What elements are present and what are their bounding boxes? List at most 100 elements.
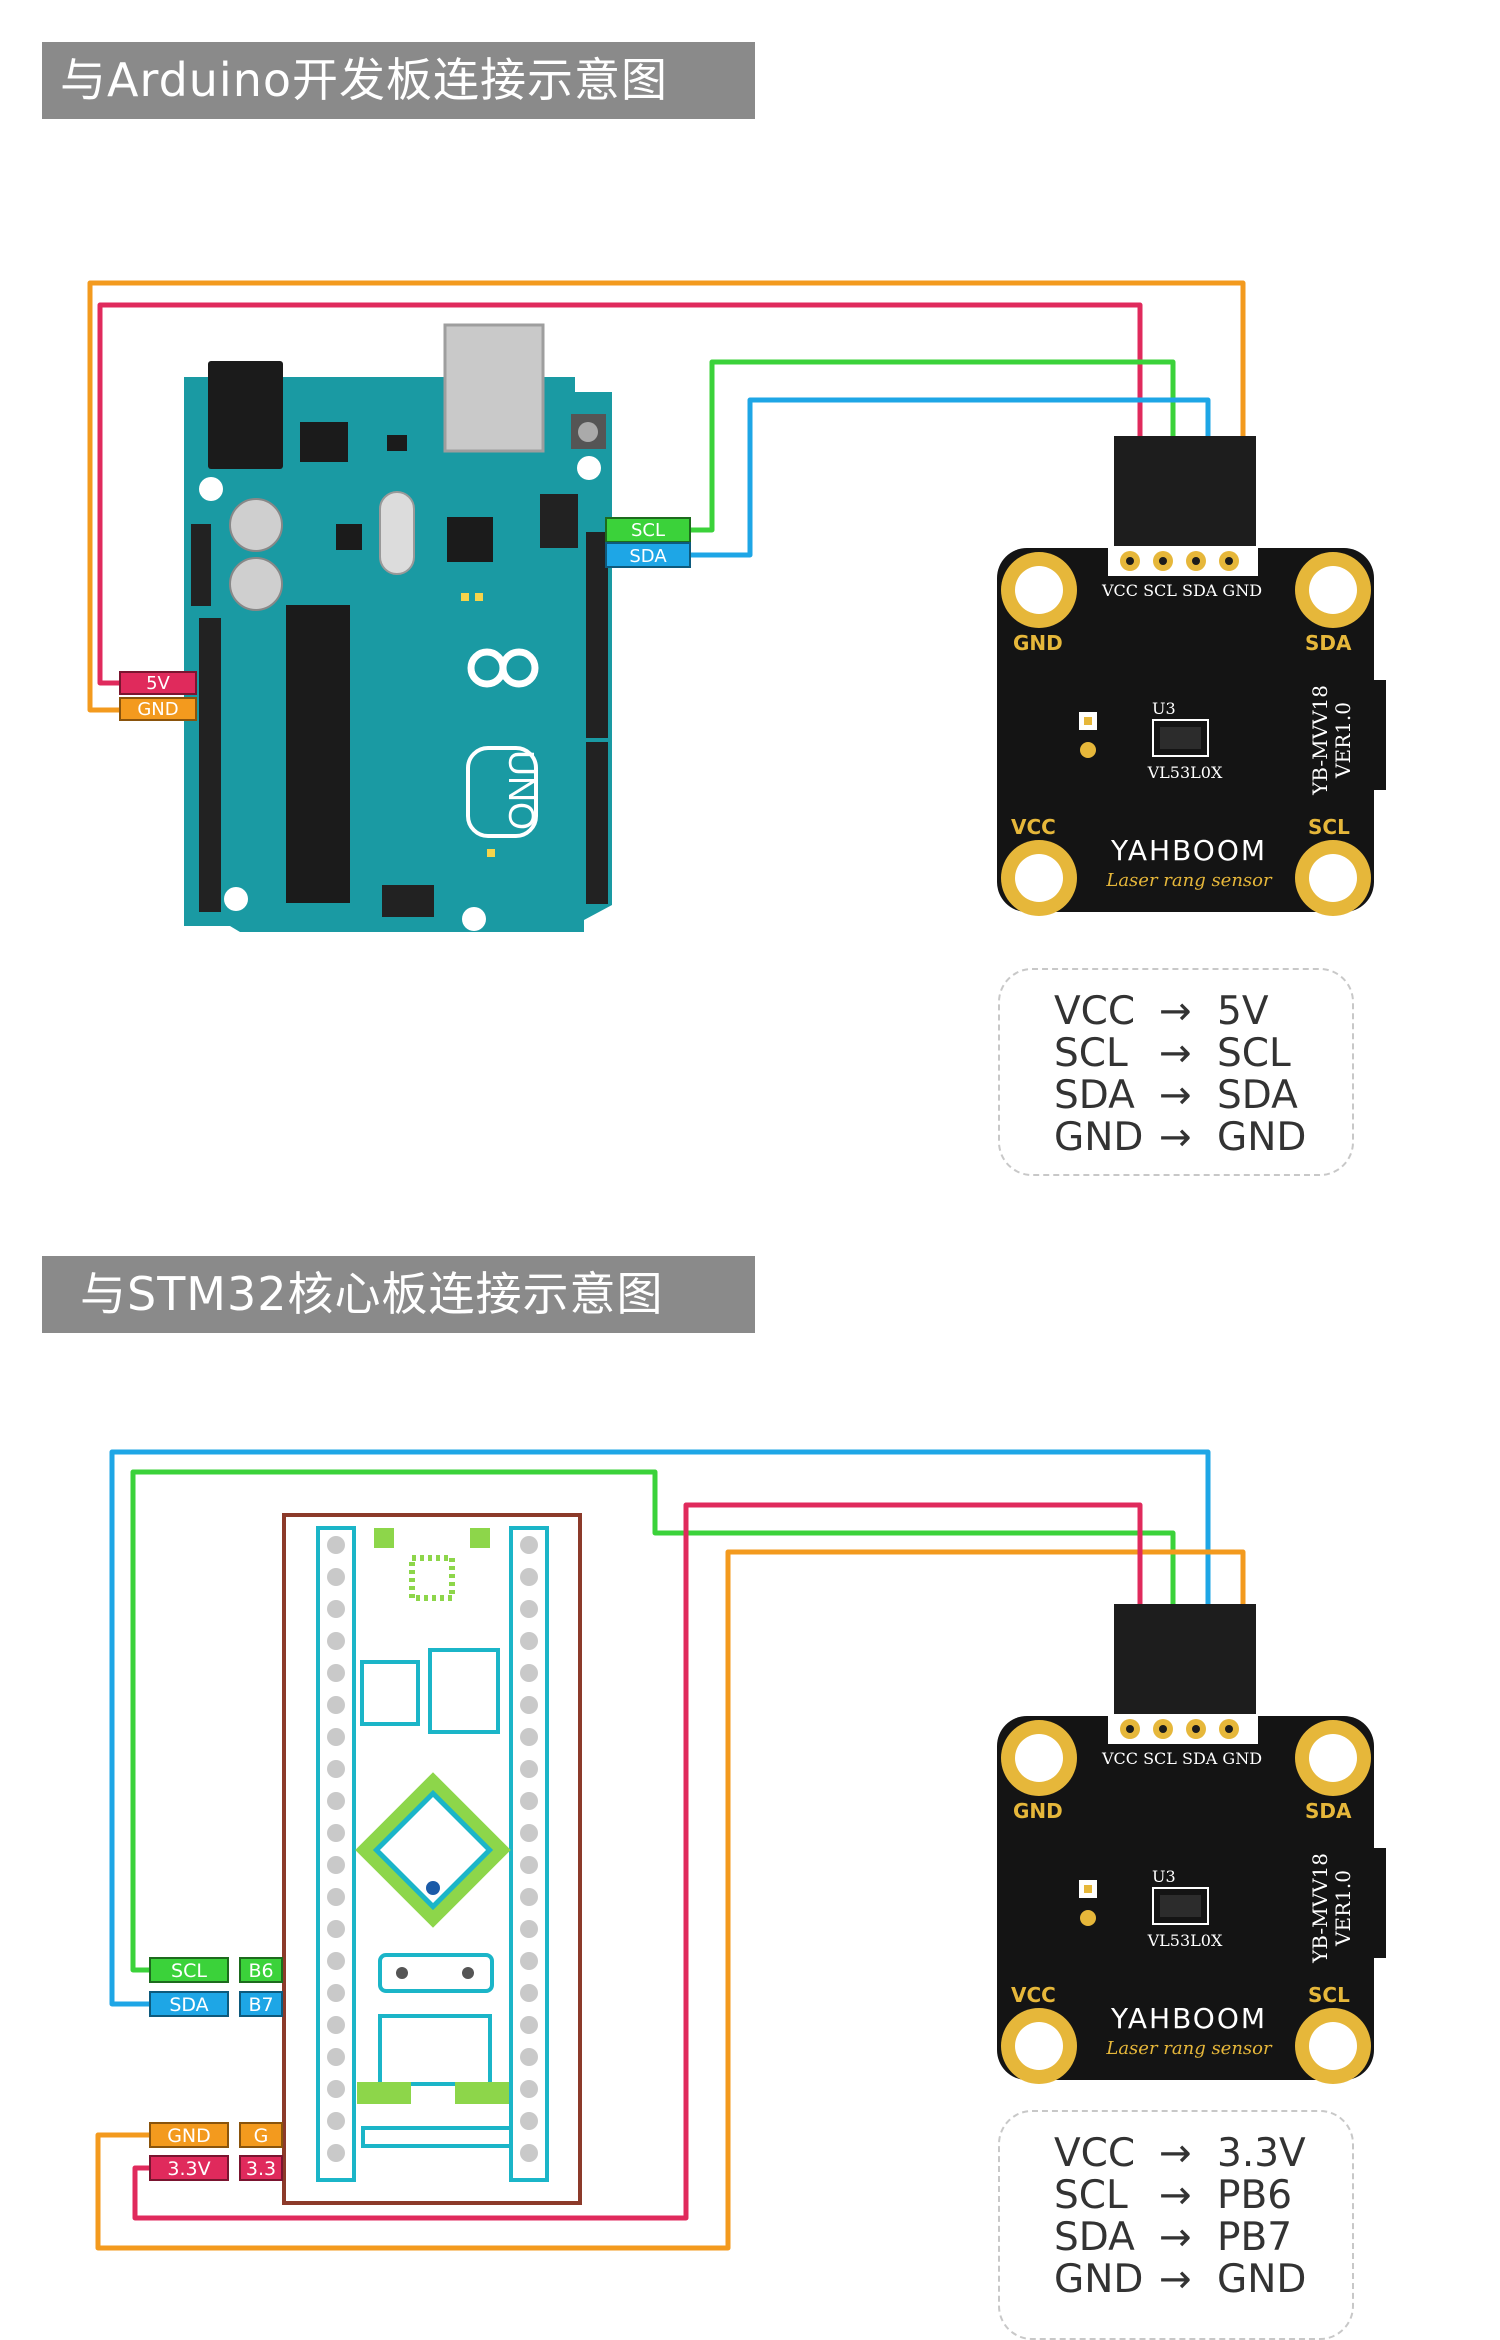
sensor-module-1: VCC SCL SDA GND GND SDA VCC SCL U3 VL53L…	[997, 436, 1386, 916]
arduino-pin-labels: 5V GND SCL SDA	[119, 517, 691, 721]
mapping-from: SCL	[1054, 1030, 1128, 1076]
mount-hole-icon	[462, 907, 486, 931]
sensor-model: YB-MVV18	[1308, 685, 1332, 796]
stm32-pin-3v3	[239, 2155, 283, 2181]
section-title-stm32: 与STM32核心板连接示意图	[42, 1256, 755, 1333]
pin-hole-icon	[520, 2144, 538, 2162]
stm32-pin-b6	[239, 1957, 283, 1983]
sensor-caption: Laser rang sensor	[1105, 2038, 1273, 2059]
sensor-caption: Laser rang sensor	[1105, 870, 1273, 891]
section-title-arduino: 与Arduino开发板连接示意图	[42, 42, 755, 119]
arrow-right-icon: →	[1159, 2130, 1192, 2176]
pin-hole-icon	[520, 2112, 538, 2130]
sensor-chip-ref: U3	[1152, 699, 1176, 718]
mount-hole-icon	[224, 887, 248, 911]
stm32-label-3v3-text: 3.3V	[167, 2158, 210, 2180]
pin-label-sda	[605, 542, 691, 568]
pin-hole-icon	[520, 1824, 538, 1842]
stm32-label-gnd-text: GND	[167, 2125, 211, 2147]
pin-label-5v-text: 5V	[146, 673, 170, 694]
pin-hole-icon	[520, 1856, 538, 1874]
sensor-brand: YAHBOOM	[1110, 2002, 1267, 2035]
pin-hole-icon	[327, 1952, 345, 1970]
stm32-pin-g-text: G	[254, 2125, 269, 2147]
pin-hole-icon	[327, 1600, 345, 1618]
pin-hole-icon	[327, 2112, 345, 2130]
mapping-row: SCL→SCL	[1054, 1030, 1352, 1076]
atmega-chip	[286, 605, 350, 903]
wires-stm32	[95, 1449, 1246, 2251]
pin-hole-icon	[520, 1984, 538, 2002]
sensor-version: VER1.0	[1331, 1870, 1355, 1947]
wire-5v-red	[97, 302, 1143, 686]
arrow-right-icon: →	[1159, 2214, 1192, 2260]
mapping-from: VCC	[1054, 2130, 1136, 2176]
mapping-legend-arduino: VCC→5V SCL→SCL SDA→SDA GND→GND	[998, 968, 1354, 1176]
pin-hole-icon	[520, 1600, 538, 1618]
sensor-chip-name: VL53L0X	[1147, 763, 1223, 782]
sensor-model: YB-MVV18	[1308, 1853, 1332, 1964]
pin-hole-icon	[520, 1760, 538, 1778]
icsp-header	[540, 494, 578, 548]
sensor-corner-sda: SDA	[1305, 631, 1352, 655]
sensor-corner-scl: SCL	[1308, 815, 1350, 839]
mapping-row: GND→GND	[1054, 2256, 1352, 2302]
sensor-module-2: VCC SCL SDA GND GND SDA VCC SCL U3 VL53L…	[997, 1604, 1386, 2084]
sensor-chip-outline	[1152, 1887, 1209, 1925]
stm32-pin-holes	[327, 1536, 538, 2162]
power-header	[199, 618, 221, 786]
mapping-from: SDA	[1054, 2214, 1135, 2260]
wire-sda-blue	[690, 397, 1211, 558]
arrow-right-icon: →	[1159, 1114, 1192, 1160]
pin-hole-icon	[327, 1920, 345, 1938]
arrow-right-icon: →	[1159, 988, 1192, 1034]
stm32-mcu-chip	[355, 1772, 511, 1928]
sensor-chip-ref: U3	[1152, 1867, 1176, 1886]
sensor-corner-vcc: VCC	[1011, 1983, 1056, 2007]
icsp2-header	[382, 885, 434, 917]
mapping-to: SDA	[1217, 1072, 1298, 1118]
usb-chip	[447, 517, 493, 562]
wire-vcc-red-2	[132, 1502, 1143, 2221]
digital-header-high	[586, 532, 608, 738]
sensor-corner-gnd: GND	[1013, 631, 1063, 655]
analog-header	[199, 786, 221, 912]
pin-hole-icon	[327, 1824, 345, 1842]
pin-column-left	[316, 1526, 356, 2182]
mapping-to: SCL	[1217, 1030, 1291, 1076]
mapping-to: GND	[1217, 2256, 1307, 2302]
power-jack	[208, 361, 283, 469]
pin-hole-icon	[520, 1568, 538, 1586]
usb-connector	[443, 323, 545, 453]
stm32-pin-b7-text: B7	[248, 1994, 273, 2016]
crystal-y3	[378, 2014, 492, 2086]
sensor-corner-vcc: VCC	[1011, 815, 1056, 839]
sensor-corner-gnd: GND	[1013, 1799, 1063, 1823]
pin-hole-icon	[520, 1696, 538, 1714]
wire-scl-green-2	[130, 1469, 1176, 1973]
pin-hole-icon	[520, 1632, 538, 1650]
pin-hole-icon	[520, 1792, 538, 1810]
pin-hole-icon	[520, 2080, 538, 2098]
stm32-pin-b7	[239, 1991, 283, 2017]
pin-hole-icon	[520, 1920, 538, 1938]
mapping-row: VCC→3.3V	[1054, 2130, 1352, 2176]
stm32-label-scl	[149, 1957, 229, 1983]
wire-gnd-orange-2	[95, 1549, 1246, 2251]
pin-hole-icon	[327, 2016, 345, 2034]
sensor-mount-pads	[1001, 552, 1371, 916]
stm32-label-sda-text: SDA	[169, 1994, 208, 2016]
pin-hole-icon	[327, 1696, 345, 1714]
mapping-row: VCC→5V	[1054, 988, 1352, 1034]
sensor-chip-outline	[1152, 719, 1209, 757]
mapping-from: GND	[1054, 2256, 1144, 2302]
stm32-label-3v3	[149, 2155, 229, 2181]
pin-label-5v	[119, 671, 197, 695]
pin-hole-icon	[327, 1568, 345, 1586]
pin-hole-icon	[327, 2048, 345, 2066]
pin-label-gnd-text: GND	[137, 699, 178, 720]
pin-hole-icon	[520, 1728, 538, 1746]
boot-jumpers	[428, 1648, 500, 1734]
reset-switch	[360, 1660, 420, 1726]
sensor-version: VER1.0	[1331, 702, 1355, 779]
